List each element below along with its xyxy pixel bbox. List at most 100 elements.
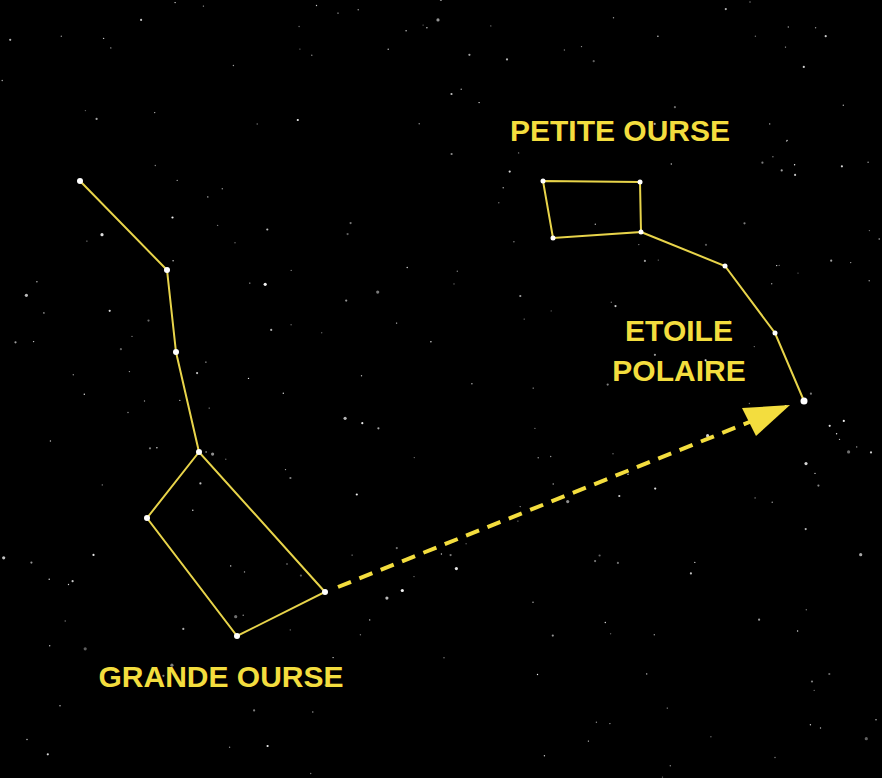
background-star	[396, 547, 398, 549]
background-star	[451, 153, 453, 155]
pointer-arrow-shaft	[338, 421, 752, 587]
background-star	[829, 425, 831, 427]
background-star	[779, 265, 780, 266]
background-star	[361, 375, 362, 376]
background-star	[593, 60, 595, 62]
background-star	[509, 171, 511, 173]
background-star	[538, 457, 539, 458]
background-star	[361, 422, 363, 424]
background-star	[797, 272, 798, 273]
background-star	[566, 500, 569, 503]
background-star	[662, 776, 663, 777]
background-star	[785, 46, 786, 47]
background-star	[388, 49, 389, 50]
constellation-stars	[77, 178, 808, 639]
background-star	[225, 459, 226, 460]
background-star	[205, 451, 206, 452]
background-star	[413, 576, 414, 577]
background-star	[174, 2, 175, 3]
background-star	[450, 93, 452, 95]
background-star	[710, 736, 711, 737]
background-star	[758, 619, 760, 621]
background-star	[749, 403, 750, 404]
background-star	[613, 17, 614, 18]
background-star	[870, 451, 872, 453]
background-star	[131, 336, 132, 337]
background-star	[257, 123, 258, 124]
background-star	[109, 310, 111, 312]
background-star	[471, 383, 472, 384]
background-star	[828, 673, 830, 675]
background-star	[552, 635, 554, 637]
background-star	[217, 225, 218, 226]
background-star	[2, 80, 3, 81]
background-star	[286, 563, 287, 564]
background-star	[102, 484, 103, 485]
background-star	[149, 447, 151, 449]
constellation-name: PETITE OURSE	[510, 111, 730, 151]
background-star	[59, 705, 60, 706]
background-star	[72, 580, 74, 582]
background-star	[461, 89, 462, 90]
background-star	[810, 393, 812, 395]
background-star	[532, 602, 533, 603]
background-star	[524, 318, 525, 319]
background-star	[290, 629, 291, 630]
background-star	[43, 312, 44, 313]
background-star	[513, 241, 514, 242]
background-star	[73, 374, 74, 375]
background-star	[264, 283, 267, 286]
background-star	[316, 5, 317, 6]
background-star	[869, 230, 870, 231]
background-star	[609, 723, 610, 724]
background-star	[810, 724, 811, 725]
background-star	[9, 39, 11, 41]
background-star	[690, 572, 692, 574]
background-star	[422, 24, 423, 25]
background-star	[517, 520, 518, 521]
background-star	[859, 553, 862, 556]
background-star	[65, 620, 66, 621]
background-star	[875, 719, 876, 720]
background-star	[788, 26, 789, 27]
background-star	[407, 267, 408, 268]
background-star	[674, 106, 676, 108]
background-star	[312, 711, 313, 712]
background-star	[817, 485, 819, 487]
background-star	[786, 141, 787, 142]
background-star	[599, 554, 601, 556]
background-star	[347, 233, 349, 235]
background-star	[490, 25, 491, 26]
background-star	[638, 244, 639, 245]
background-star	[154, 112, 155, 113]
background-star	[498, 202, 499, 203]
background-star	[290, 324, 291, 325]
background-star	[544, 755, 545, 756]
background-star	[182, 628, 184, 630]
background-star	[47, 753, 49, 755]
background-star	[869, 280, 870, 281]
background-star	[617, 562, 619, 564]
background-star	[377, 427, 379, 429]
background-star	[564, 49, 565, 50]
background-star	[356, 493, 358, 495]
background-star	[503, 187, 504, 188]
background-star	[96, 118, 98, 120]
background-star	[820, 727, 821, 728]
background-star	[345, 300, 347, 302]
background-star	[30, 562, 32, 564]
background-star	[203, 5, 204, 6]
background-star	[311, 55, 312, 56]
background-star	[144, 400, 145, 401]
background-star	[360, 634, 361, 635]
background-star	[519, 295, 521, 297]
background-star	[441, 553, 442, 554]
background-star	[725, 8, 727, 10]
background-star	[657, 36, 658, 37]
background-star	[450, 554, 452, 556]
background-star	[211, 453, 214, 456]
background-star	[754, 497, 755, 498]
background-star	[843, 105, 844, 106]
star-name: ETOILE POLAIRE	[604, 311, 754, 391]
background-star	[33, 341, 34, 342]
